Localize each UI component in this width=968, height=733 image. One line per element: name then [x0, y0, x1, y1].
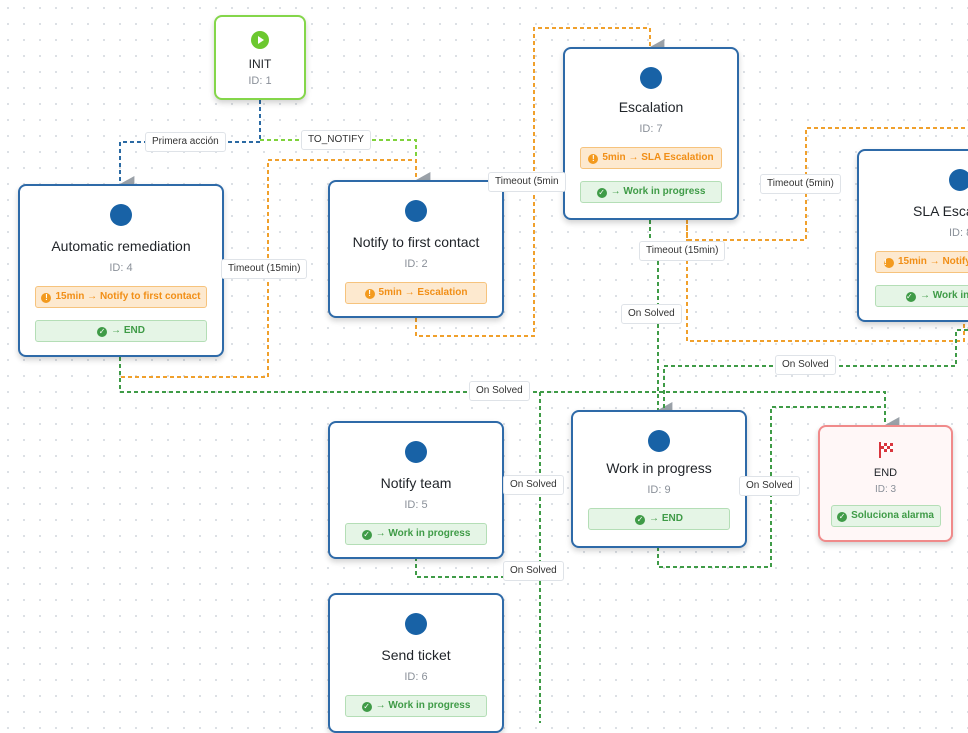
solved-chip[interactable]: ✓Soluciona alarma: [830, 505, 941, 527]
node-dot-icon: [648, 430, 670, 452]
node-title: Automatic remediation: [51, 238, 191, 254]
timeout-chip[interactable]: !5min → Escalation: [345, 282, 487, 304]
check-circle-icon: ✓: [837, 512, 848, 522]
edge-label-timeout[interactable]: Timeout (15min): [639, 241, 726, 261]
checkered-flag-icon: [878, 442, 893, 458]
node-id: ID: 4: [109, 262, 133, 274]
node-title: Notify to first contact: [352, 234, 480, 250]
node-id: ID: 1: [248, 75, 272, 87]
timeout-chip[interactable]: !5min → SLA Escalation: [580, 147, 722, 169]
edge-label-on-solved[interactable]: On Solved: [469, 381, 530, 401]
node-id: ID: 7: [639, 123, 663, 135]
edge-label-timeout[interactable]: Timeout (15min): [221, 259, 308, 279]
clock-icon: !: [364, 289, 375, 299]
node-title: Work in progress: [606, 460, 712, 476]
node-end[interactable]: END ID: 3 ✓Soluciona alarma: [818, 425, 953, 542]
node-sla-escalation[interactable]: SLA Esca ID: 8 !15min → Notify ✓→ Work i…: [857, 149, 968, 322]
node-dot-icon: [405, 441, 427, 463]
node-id: ID: 5: [404, 499, 428, 511]
edge-label-timeout[interactable]: Timeout (5min): [760, 174, 841, 194]
node-title: Escalation: [618, 99, 684, 115]
check-circle-icon: ✓: [361, 702, 372, 712]
clock-icon: !: [588, 154, 599, 164]
node-work-in-progress[interactable]: Work in progress ID: 9 ✓→ END: [571, 410, 747, 548]
edge-to-end: [540, 391, 900, 433]
check-circle-icon: ✓: [596, 188, 607, 198]
check-circle-icon: ✓: [635, 515, 646, 525]
node-title: SLA Esca: [913, 203, 968, 219]
edge-label-primera-accion[interactable]: Primera acción: [145, 132, 226, 152]
node-dot-icon: [949, 169, 968, 191]
solved-chip[interactable]: ✓→ Work in progress: [345, 523, 487, 545]
node-title: INIT: [248, 57, 272, 71]
node-send-ticket[interactable]: Send ticket ID: 6 ✓→ Work in progress: [328, 593, 504, 733]
play-icon: [251, 31, 269, 49]
node-id: ID: 8: [949, 227, 968, 239]
node-id: ID: 2: [404, 258, 428, 270]
clock-icon: !: [41, 293, 52, 303]
edge-label-on-solved[interactable]: On Solved: [503, 475, 564, 495]
node-dot-icon: [640, 67, 662, 89]
solved-chip[interactable]: ✓→ Work in: [875, 285, 968, 307]
edge-label-on-solved[interactable]: On Solved: [739, 476, 800, 496]
edge-wip-solved: [657, 406, 885, 568]
node-id: ID: 6: [404, 671, 428, 683]
check-circle-icon: ✓: [906, 292, 916, 302]
node-title: END: [873, 467, 898, 479]
timeout-chip[interactable]: !15min → Notify to first contact: [35, 286, 207, 308]
node-notify-team[interactable]: Notify team ID: 5 ✓→ Work in progress: [328, 421, 504, 559]
edge-label-to-notify[interactable]: TO_NOTIFY: [301, 130, 371, 150]
node-title: Notify team: [380, 475, 452, 491]
edge-label-timeout[interactable]: Timeout (5min: [488, 172, 566, 192]
node-dot-icon: [110, 204, 132, 226]
edge-automatic-solved: [119, 357, 541, 723]
edge-sla-solved: [663, 329, 968, 410]
node-escalation[interactable]: Escalation ID: 7 !5min → SLA Escalation …: [563, 47, 739, 220]
clock-icon: !: [884, 258, 894, 268]
check-circle-icon: ✓: [361, 530, 372, 540]
solved-chip[interactable]: ✓→ END: [35, 320, 207, 342]
timeout-chip[interactable]: !15min → Notify: [875, 251, 968, 273]
edge-label-on-solved[interactable]: On Solved: [775, 355, 836, 375]
node-title: Send ticket: [381, 647, 451, 663]
node-id: ID: 3: [874, 484, 897, 495]
node-automatic-remediation[interactable]: Automatic remediation ID: 4 !15min → Not…: [18, 184, 224, 357]
edge-label-on-solved[interactable]: On Solved: [503, 561, 564, 581]
node-dot-icon: [405, 613, 427, 635]
node-id: ID: 9: [647, 484, 671, 496]
check-circle-icon: ✓: [97, 327, 108, 337]
node-notify-first-contact[interactable]: Notify to first contact ID: 2 !5min → Es…: [328, 180, 504, 318]
solved-chip[interactable]: ✓→ END: [588, 508, 730, 530]
node-init[interactable]: INIT ID: 1: [214, 15, 306, 100]
solved-chip[interactable]: ✓→ Work in progress: [345, 695, 487, 717]
node-dot-icon: [405, 200, 427, 222]
edge-label-on-solved[interactable]: On Solved: [621, 304, 682, 324]
edge-escalation-timeout: [686, 127, 968, 241]
solved-chip[interactable]: ✓→ Work in progress: [580, 181, 722, 203]
